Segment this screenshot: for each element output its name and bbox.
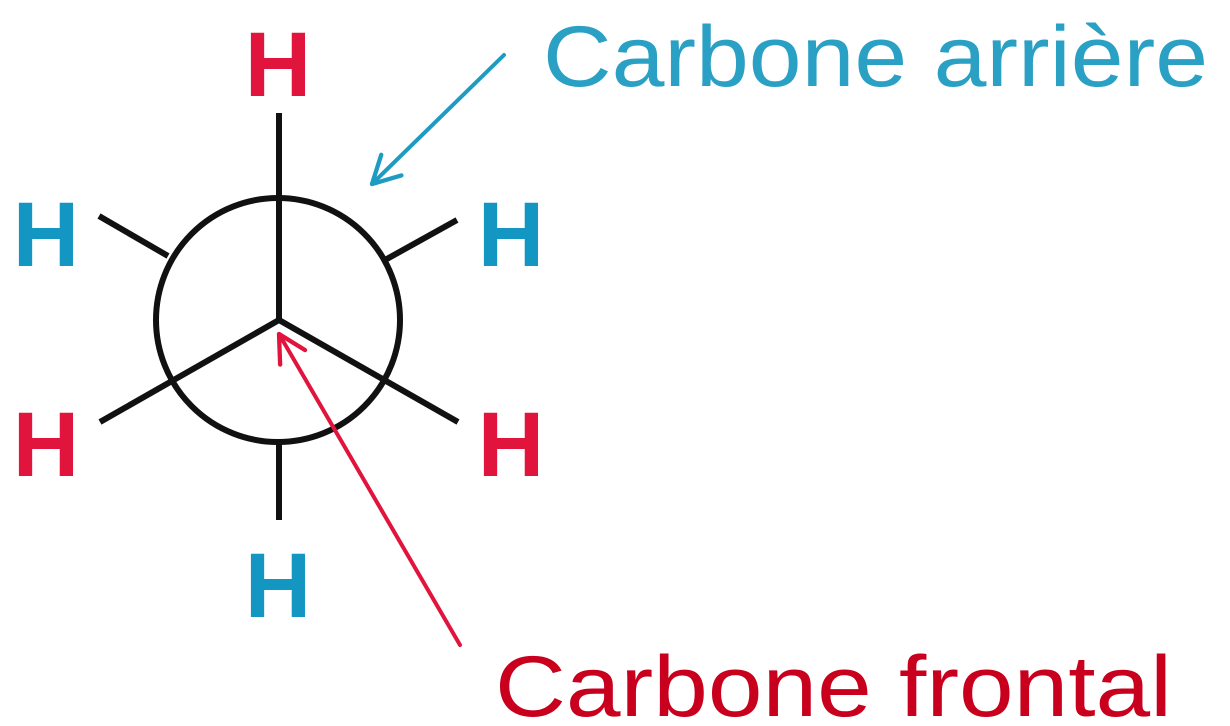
- front-bond-lower-right: [277, 317, 460, 425]
- front-bond-lower-left: [98, 317, 281, 425]
- hydrogen-bottom: H: [245, 535, 311, 637]
- hydrogen-top: H: [245, 14, 311, 116]
- front-carbon-arrow: [276, 331, 462, 647]
- back-bond-upper-left: [97, 213, 170, 259]
- back-carbon-arrow: [369, 53, 506, 187]
- front-carbon-label: Carbone frontal: [495, 639, 1172, 726]
- hydrogen-upper-right: H: [478, 184, 544, 286]
- hydrogen-lower-right: H: [478, 394, 544, 496]
- back-bond-upper-right: [383, 217, 459, 263]
- hydrogen-lower-left: H: [13, 394, 79, 496]
- back-carbon-label: Carbone arrière: [543, 9, 1208, 105]
- hydrogen-upper-left: H: [13, 184, 79, 286]
